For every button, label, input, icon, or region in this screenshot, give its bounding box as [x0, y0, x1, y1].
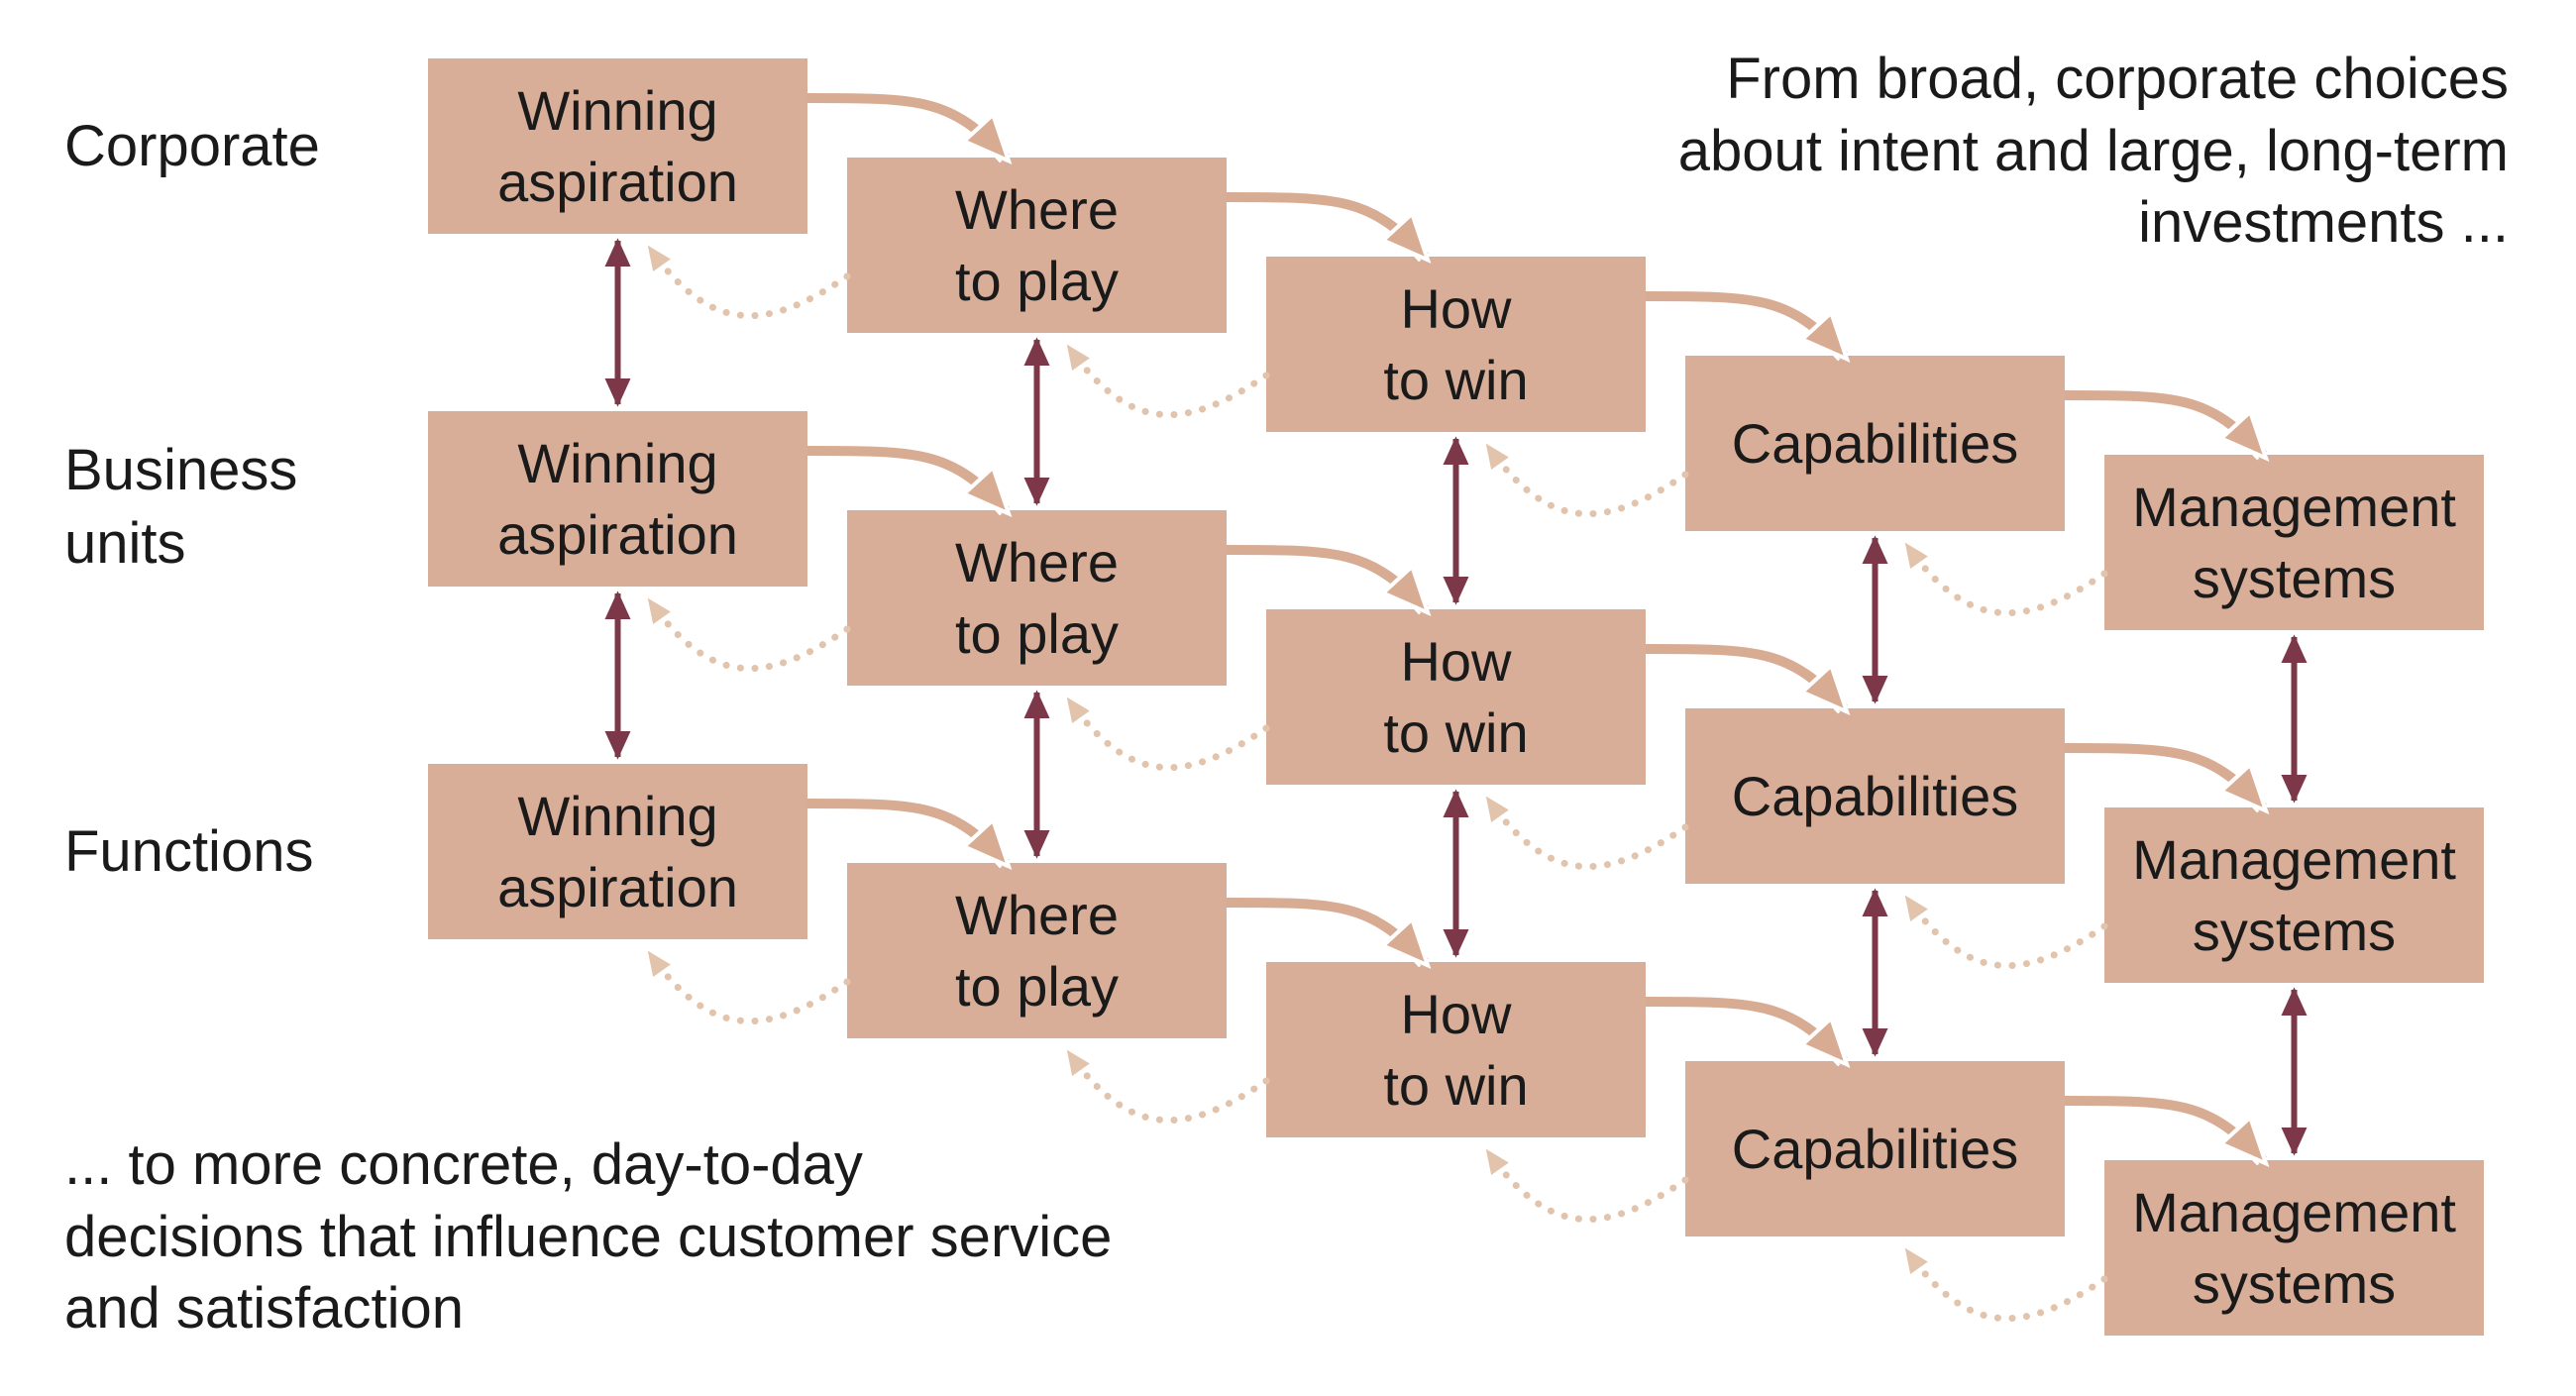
- feedback-arrow-r3-c5: [1901, 1243, 2108, 1323]
- forward-arrow-casing-r1-c3: [1645, 288, 1850, 362]
- box-business-how-to-win: How to win: [1266, 609, 1646, 785]
- forward-arrow-casing-r2-c4: [2064, 740, 2269, 813]
- box-functions-management-systems: Management systems: [2104, 1160, 2484, 1336]
- feedback-arrow-r1-c2: [644, 241, 851, 320]
- feedback-arrow-r2-c4: [1482, 792, 1689, 871]
- box-functions-capabilities: Capabilities: [1685, 1061, 2065, 1236]
- box-corporate-management-systems: Management systems: [2104, 455, 2484, 630]
- feedback-arrow-r3-c2: [644, 946, 851, 1025]
- forward-arrow-r2-c4: [2064, 743, 2270, 815]
- feedback-arrow-r3-c3: [1063, 1045, 1270, 1125]
- forward-arrow-casing-r3-c3: [1645, 994, 1850, 1067]
- box-business-where-to-play: Where to play: [847, 510, 1227, 686]
- annotation-top-right: From broad, corporate choices about inte…: [1677, 47, 2509, 255]
- feedback-arrow-r1-c3: [1063, 340, 1270, 419]
- forward-arrow-r1-c1: [806, 93, 1013, 165]
- row-label-business-units: Business units: [64, 438, 298, 576]
- forward-arrow-r2-c1: [806, 446, 1013, 518]
- forward-arrow-casing-r2-c2: [1226, 542, 1431, 615]
- feedback-arrow-r2-c3: [1063, 693, 1270, 772]
- box-corporate-capabilities: Capabilities: [1685, 356, 2065, 531]
- row-label-functions: Functions: [64, 818, 314, 884]
- feedback-arrow-r1-c4: [1482, 439, 1689, 518]
- row-label-corporate: Corporate: [64, 113, 320, 178]
- forward-arrow-casing-r1-c4: [2064, 387, 2269, 461]
- forward-arrow-r1-c4: [2064, 390, 2270, 463]
- forward-arrow-casing-r3-c1: [806, 796, 1012, 869]
- box-functions-winning-aspiration: Winning aspiration: [428, 764, 807, 939]
- forward-arrow-r1-c2: [1226, 192, 1432, 265]
- box-corporate-where-to-play: Where to play: [847, 158, 1227, 333]
- box-business-capabilities: Capabilities: [1685, 708, 2065, 884]
- forward-arrow-casing-r2-c3: [1645, 641, 1850, 714]
- forward-arrow-casing-r2-c1: [806, 443, 1012, 516]
- forward-arrow-casing-r3-c4: [2064, 1093, 2269, 1166]
- forward-arrow-r3-c2: [1226, 898, 1432, 970]
- forward-arrow-r2-c2: [1226, 545, 1432, 617]
- forward-arrow-r1-c3: [1645, 291, 1851, 364]
- box-corporate-how-to-win: How to win: [1266, 257, 1646, 432]
- box-functions-how-to-win: How to win: [1266, 962, 1646, 1137]
- feedback-arrow-r2-c5: [1901, 891, 2108, 970]
- feedback-arrow-r3-c4: [1482, 1144, 1689, 1224]
- box-corporate-winning-aspiration: Winning aspiration: [428, 58, 807, 234]
- feedback-arrow-r2-c2: [644, 593, 851, 673]
- forward-arrow-casing-r3-c2: [1226, 895, 1431, 968]
- forward-arrow-r3-c4: [2064, 1096, 2270, 1168]
- box-functions-where-to-play: Where to play: [847, 863, 1227, 1038]
- forward-arrow-r3-c1: [806, 799, 1013, 871]
- box-business-management-systems: Management systems: [2104, 807, 2484, 983]
- forward-arrow-casing-r1-c2: [1226, 189, 1431, 263]
- box-business-winning-aspiration: Winning aspiration: [428, 411, 807, 587]
- annotation-bottom-left: ... to more concrete, day-to-day decisio…: [64, 1132, 1113, 1341]
- forward-arrow-r2-c3: [1645, 644, 1851, 716]
- forward-arrow-r3-c3: [1645, 997, 1851, 1069]
- forward-arrow-casing-r1-c1: [806, 90, 1012, 163]
- feedback-arrow-r1-c5: [1901, 538, 2108, 617]
